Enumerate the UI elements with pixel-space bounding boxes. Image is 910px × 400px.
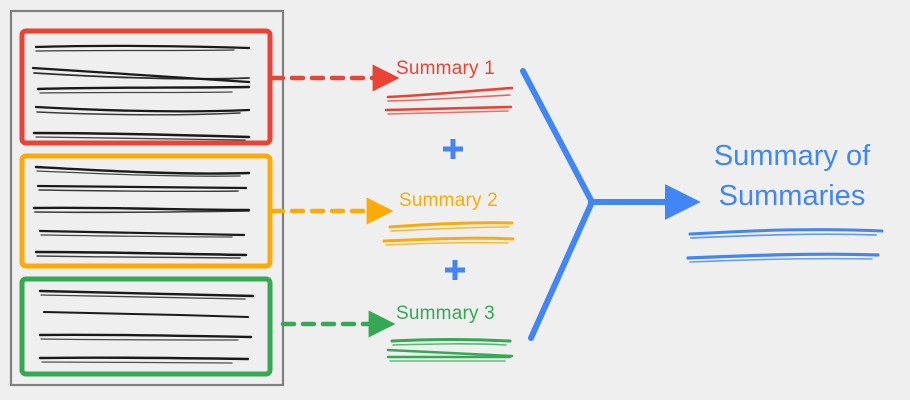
document-section-green-lines (38, 289, 255, 364)
document-section-amber-lines (32, 165, 251, 259)
summary-2-squiggles (382, 221, 515, 246)
source-document-frame (9, 9, 285, 387)
document-section-red-box[interactable] (19, 28, 273, 146)
summary-1-squiggles (384, 86, 514, 115)
plus-operator-2 (445, 260, 465, 280)
summary-3-label: Summary 3 (396, 303, 495, 324)
merge-connector (520, 68, 595, 341)
final-output-line-1: Summary of (713, 140, 871, 172)
document-section-red-lines (31, 44, 251, 141)
final-output-label: Summary of Summaries (702, 136, 882, 216)
summary-1-label: Summary 1 (396, 58, 495, 79)
summary-2-label: Summary 2 (399, 190, 498, 211)
final-output-squiggles (686, 228, 884, 263)
final-output-line-2: Summaries (718, 180, 866, 212)
plus-operator-1 (443, 139, 463, 159)
summary-3-squiggles (386, 338, 514, 362)
document-section-green-box[interactable] (19, 276, 273, 377)
